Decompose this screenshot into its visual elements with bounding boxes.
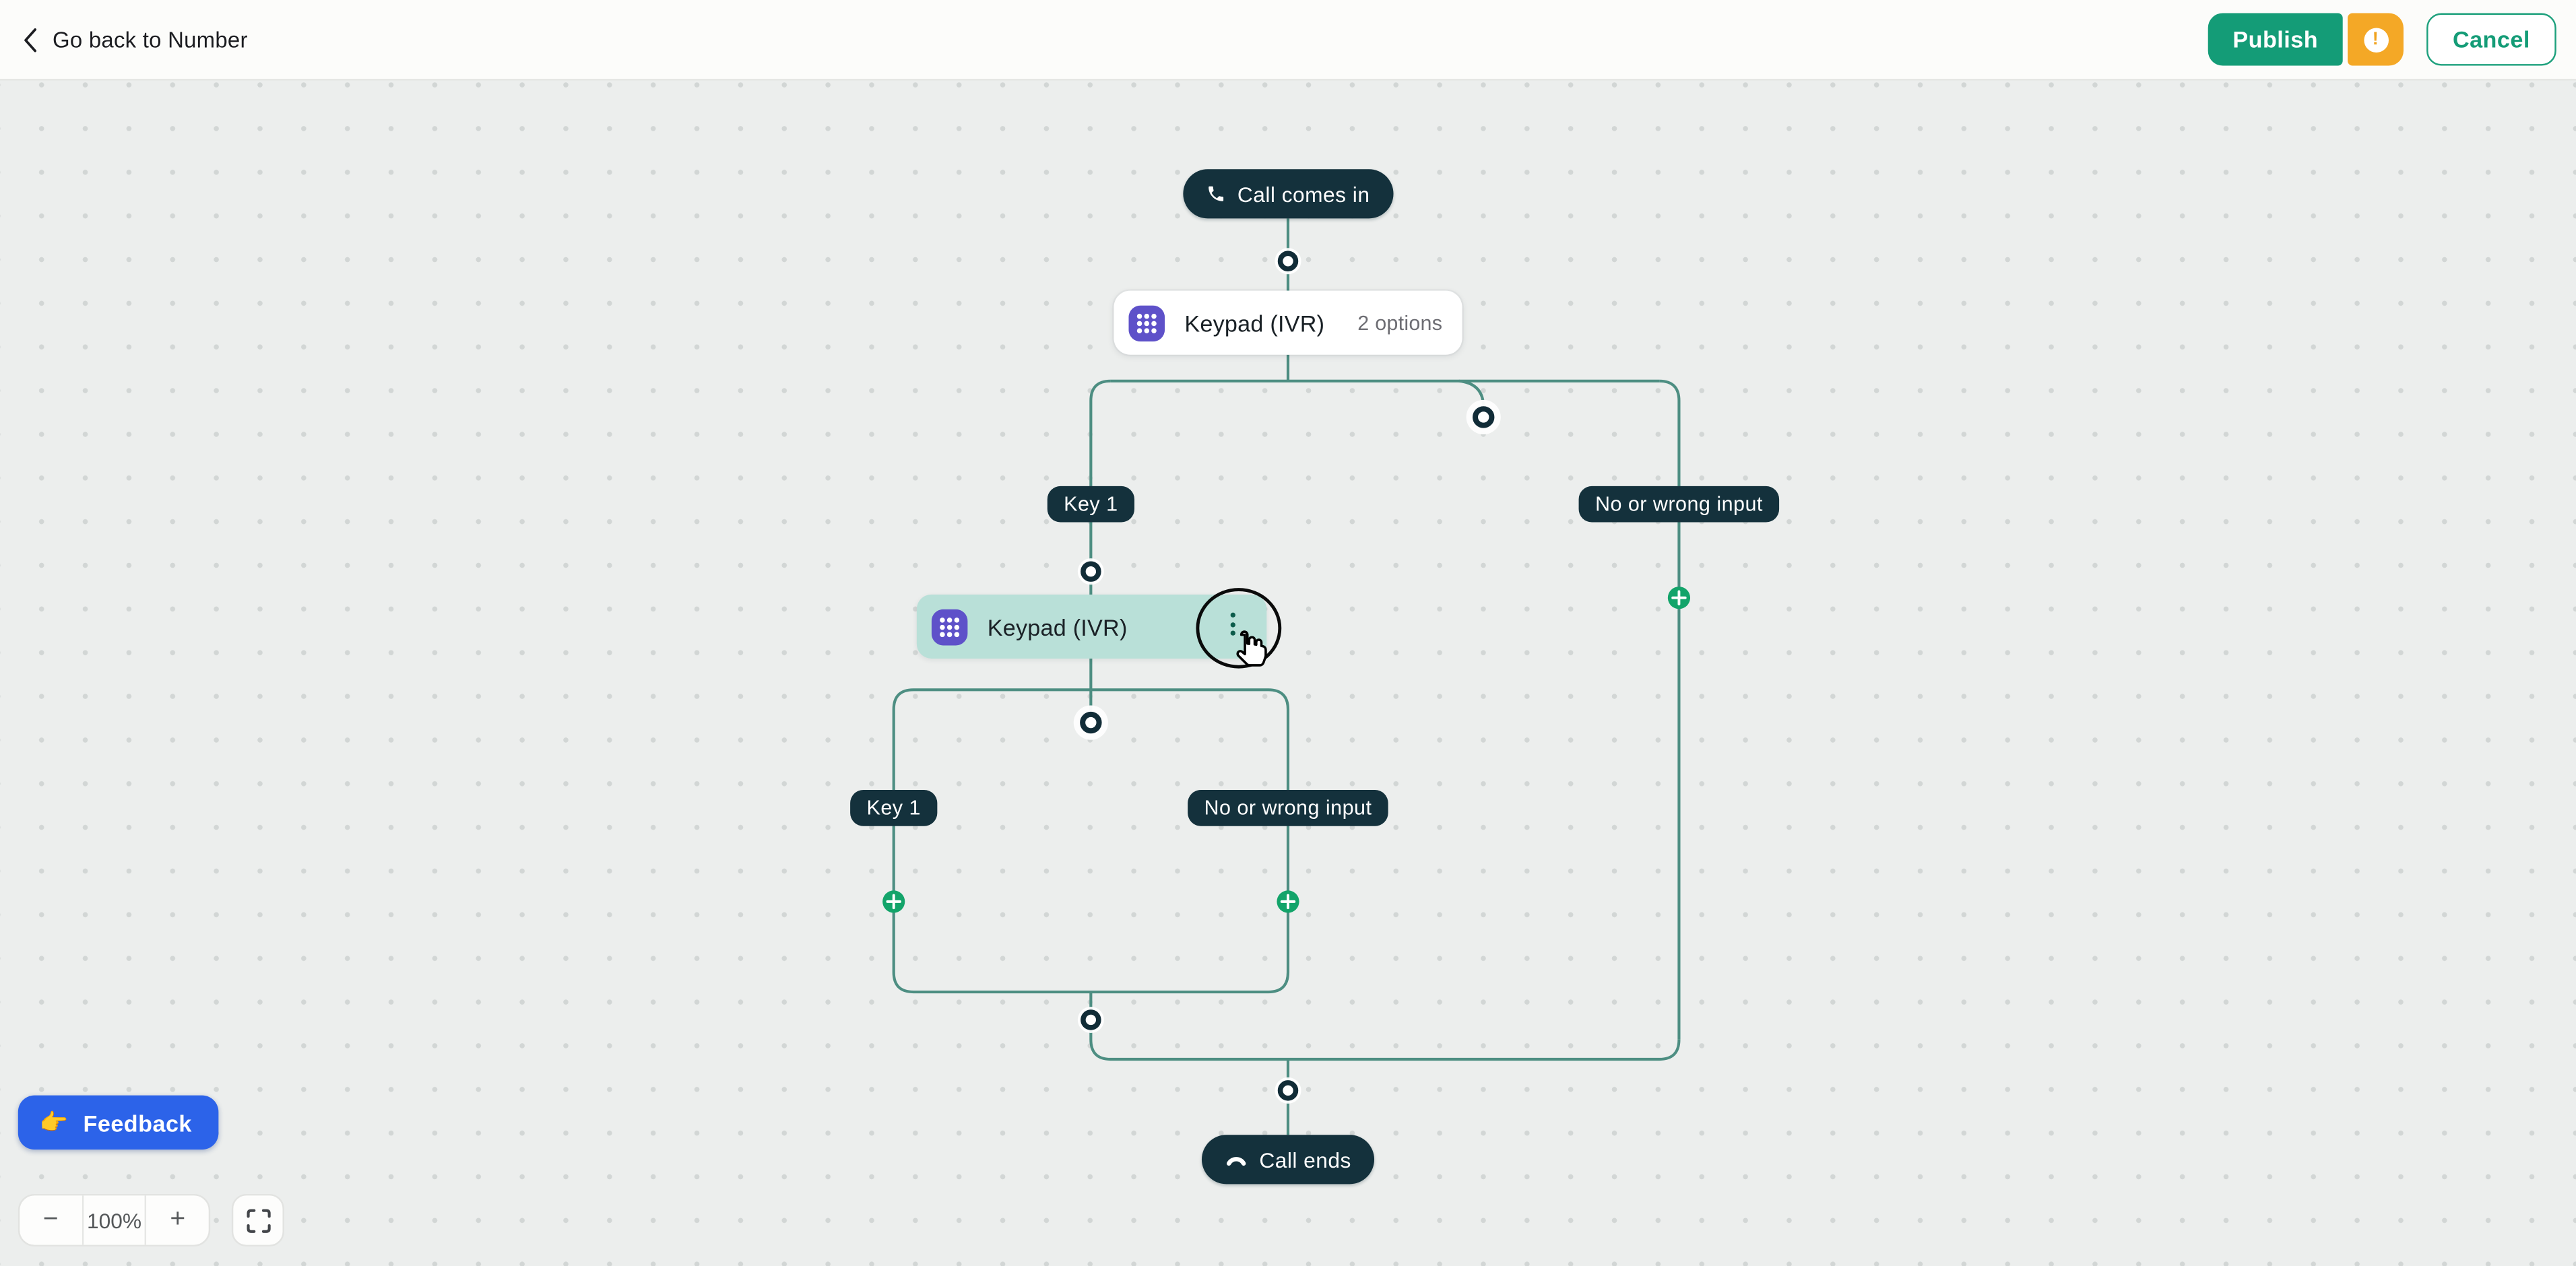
zoom-out-button[interactable]: − (20, 1195, 82, 1244)
call-comes-in-node[interactable]: Call comes in (1183, 169, 1393, 219)
back-button[interactable]: Go back to Number (23, 27, 248, 52)
keypad-icon (1128, 304, 1165, 341)
fit-view-button[interactable] (231, 1193, 284, 1247)
pointing-hand-emoji: 👉 (39, 1108, 69, 1135)
publish-warning-button[interactable]: ! (2348, 13, 2404, 66)
call-ends-label: Call ends (1259, 1147, 1351, 1172)
call-comes-in-label: Call comes in (1237, 181, 1370, 207)
connector-dot[interactable] (1275, 248, 1301, 275)
connector-dot[interactable] (1077, 558, 1104, 585)
node-menu-button[interactable] (1196, 588, 1282, 669)
flow-canvas[interactable]: Call comes in Keypad (IVR) 2 options Key… (0, 80, 2576, 1266)
keypad-ivr-node-1[interactable]: Keypad (IVR) 2 options (1114, 290, 1462, 355)
connector-dot[interactable] (1077, 1006, 1104, 1033)
publish-button[interactable]: Publish (2208, 13, 2343, 66)
connector-dots (1073, 248, 1501, 1104)
connector-endpoint-dot[interactable] (1073, 705, 1108, 740)
flow-edges-layer (882, 218, 1691, 1135)
branch-badge-key1: Key 1 (850, 790, 938, 826)
plus-icon: + (170, 1205, 186, 1234)
edge-merge-drop (1089, 992, 1681, 1061)
zoom-in-button[interactable]: + (145, 1195, 208, 1245)
top-bar: Go back to Number Publish ! Cancel (0, 0, 2576, 81)
warning-icon: ! (2363, 27, 2388, 52)
keypad-node-1-options-count: 2 options (1357, 311, 1443, 335)
call-ends-node[interactable]: Call ends (1201, 1135, 1375, 1185)
edge-split1-left (1089, 379, 1111, 598)
cancel-button[interactable]: Cancel (2426, 13, 2556, 66)
zoom-level: 100% (82, 1195, 145, 1245)
feedback-button[interactable]: 👉 Feedback (18, 1095, 218, 1150)
keypad-node-1-label: Keypad (IVR) (1184, 309, 1325, 336)
zoom-toolbar: − 100% + (18, 1193, 211, 1247)
add-step-button[interactable] (882, 890, 905, 913)
add-step-button[interactable] (1667, 587, 1691, 609)
top-bar-actions: Publish ! Cancel (2208, 13, 2556, 66)
edge-split1-right (1659, 379, 1681, 1040)
branch-badge-key1: Key 1 (1047, 486, 1134, 523)
keypad-icon (931, 608, 968, 645)
kebab-menu-icon (1230, 612, 1236, 636)
back-button-label: Go back to Number (53, 27, 248, 52)
call-end-icon (1226, 1157, 1246, 1166)
flow-edges (892, 218, 1681, 1135)
fit-view-icon (246, 1208, 270, 1232)
branch-badge-no-input: No or wrong input (1578, 486, 1780, 523)
feedback-label: Feedback (83, 1109, 192, 1136)
minus-icon: − (42, 1205, 59, 1234)
keypad-node-2-label: Keypad (IVR) (987, 613, 1128, 640)
add-step-buttons (882, 587, 1691, 913)
chevron-left-icon (24, 27, 37, 52)
add-step-button[interactable] (1277, 890, 1299, 913)
connector-endpoint-dot[interactable] (1466, 399, 1501, 435)
phone-icon (1209, 186, 1224, 201)
branch-badge-no-input: No or wrong input (1188, 790, 1388, 826)
connector-dot[interactable] (1275, 1077, 1301, 1104)
